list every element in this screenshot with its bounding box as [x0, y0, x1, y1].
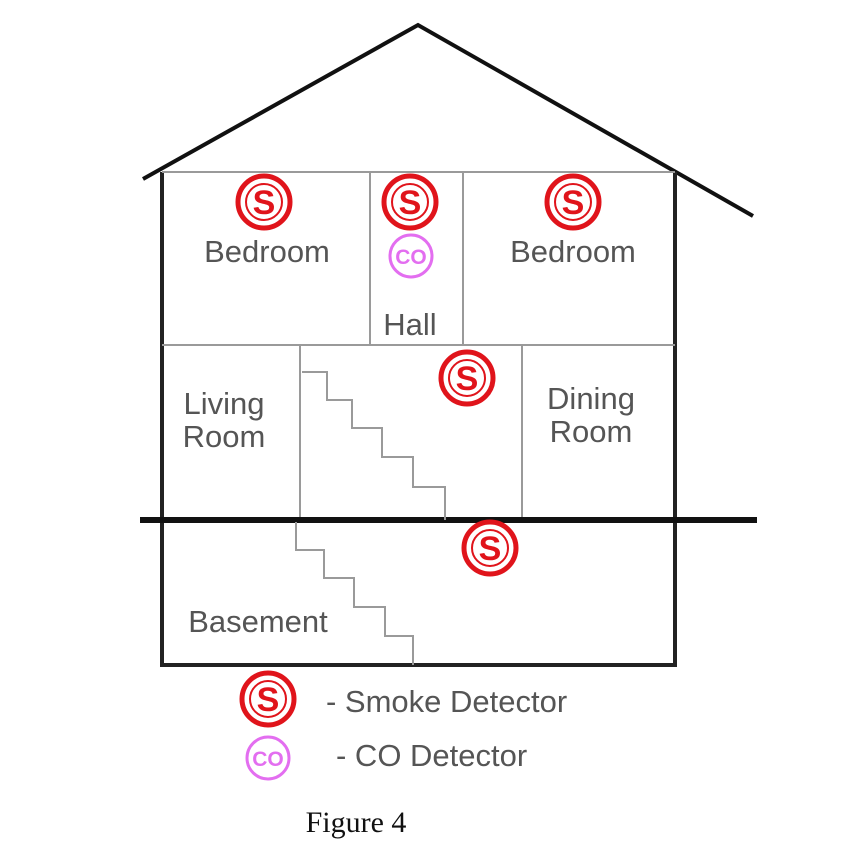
figure-caption: Figure 4 [306, 806, 407, 839]
room-label-hall: Hall [383, 307, 436, 342]
svg-text:S: S [562, 184, 585, 222]
legend-co-label: - CO Detector [336, 738, 527, 773]
room-label-living-line2: Room [183, 419, 266, 454]
room-label-dining-line2: Room [550, 414, 633, 449]
room-label-bedroom-right: Bedroom [510, 234, 636, 269]
smoke-detector-icon: S [544, 173, 602, 231]
legend-co-icon: CO [245, 735, 291, 781]
svg-text:S: S [399, 184, 422, 222]
svg-text:S: S [253, 184, 276, 222]
smoke-detector-icon: S [438, 349, 496, 407]
co-detector-icon: CO [388, 233, 434, 279]
svg-text:CO: CO [252, 748, 284, 771]
smoke-detector-icon: S [235, 173, 293, 231]
roof [142, 22, 754, 218]
room-label-dining-line1: Dining [547, 381, 635, 416]
legend-smoke-icon: S [239, 670, 297, 728]
smoke-detector-icon: S [381, 173, 439, 231]
staircase-upper [302, 371, 446, 520]
staircase-lower [295, 522, 414, 665]
svg-text:S: S [257, 681, 280, 719]
room-label-living-line1: Living [184, 386, 265, 421]
partitions [162, 171, 675, 520]
svg-text:S: S [479, 530, 502, 568]
svg-text:CO: CO [395, 246, 427, 269]
svg-text:S: S [456, 360, 479, 398]
room-label-bedroom-left: Bedroom [204, 234, 330, 269]
room-label-basement: Basement [188, 604, 328, 639]
smoke-detector-icon: S [461, 519, 519, 577]
legend-smoke-label: - Smoke Detector [326, 684, 567, 719]
